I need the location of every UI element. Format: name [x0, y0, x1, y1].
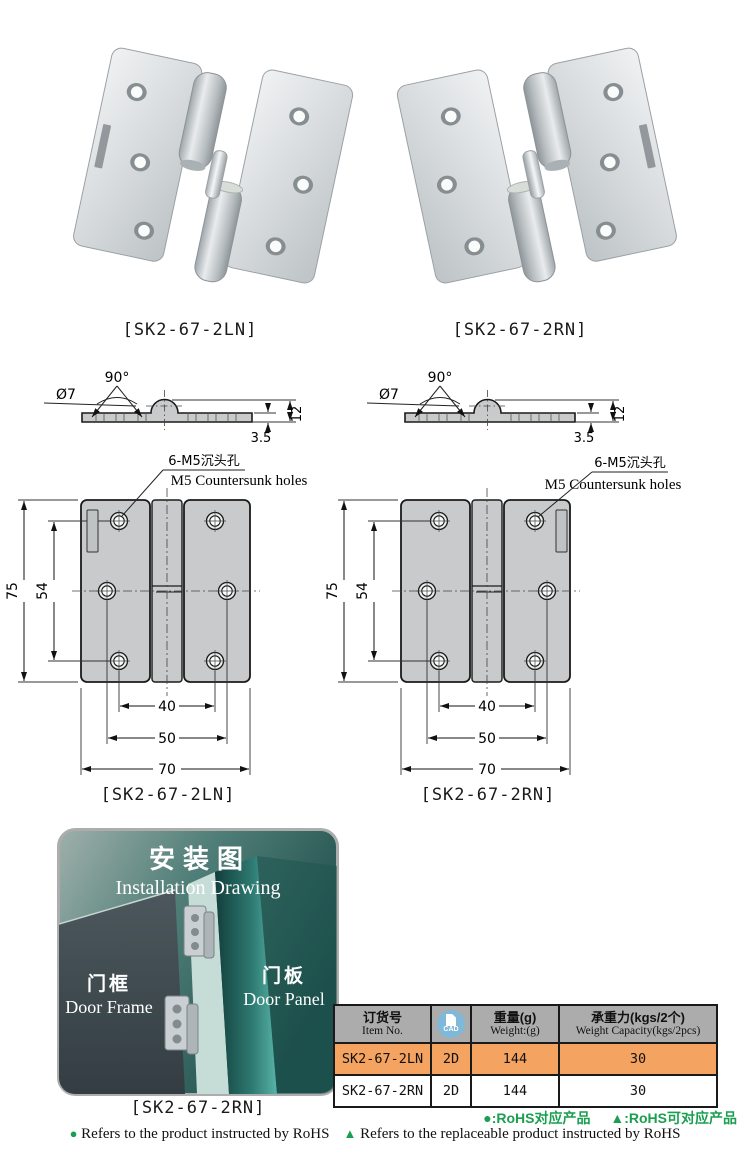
installed-hinge [183, 905, 215, 959]
dim-50: 50 [478, 731, 496, 747]
header-capacity-cn: 承重力(kgs/2个) [591, 1010, 685, 1025]
dimension-lines [21, 501, 249, 772]
door-frame-label-cn: 门框 [87, 972, 131, 995]
door-frame-label-en: Door Frame [65, 997, 152, 1017]
col-header-cad: CAD [430, 1006, 470, 1044]
photo-label-right: [SK2-67-2RN] [452, 320, 588, 340]
hole-note-cn: 6-M5沉头孔 [168, 454, 239, 469]
hole-note-en: M5 Countersunk holes [171, 473, 308, 489]
col-header-item: 订货号 Item No. [335, 1006, 430, 1044]
dim-width: 70 [478, 762, 496, 778]
dim-hole-span-v: 54 [35, 582, 51, 600]
height-dim: 12 [613, 406, 628, 423]
cad-icon-label: CAD [443, 1026, 459, 1033]
installation-title-cn: 安装图 [149, 845, 251, 875]
installation-drawing: 安装图 Installation Drawing 门框 Door Frame 门… [57, 828, 339, 1096]
col-header-weight: 重量(g) Weight:(g) [470, 1006, 558, 1044]
door-frame-shape [59, 890, 185, 1094]
footer-triangle-text: Refers to the replaceable product instru… [356, 1126, 681, 1142]
side-view-drawings: 90° Ø7 12 3.5 90° Ø7 12 3.5 [43, 370, 628, 446]
rohs-legend: ●:RoHS对应产品 ▲:RoHS可对应产品 [390, 1108, 737, 1128]
brand-stamp [86, 509, 99, 553]
dim-hole-span-v: 54 [355, 582, 371, 600]
dim-height: 75 [5, 582, 21, 600]
product-photos [73, 36, 681, 303]
dim-width: 70 [158, 762, 176, 778]
table-row-weight: 144 [470, 1044, 558, 1076]
table-row-cad[interactable]: 2D [430, 1044, 470, 1076]
front-view-geometry [18, 488, 260, 775]
hinge-photo-left [73, 47, 354, 284]
table-row-capacity: 30 [558, 1044, 716, 1076]
rohs-legend-triangle: ▲:RoHS可对应产品 [610, 1110, 737, 1126]
header-item-en: Item No. [362, 1025, 403, 1037]
diameter-dim: Ø7 [56, 387, 76, 403]
photo-label-left: [SK2-67-2LN] [122, 320, 258, 340]
brand-stamp [555, 509, 568, 553]
header-weight-cn: 重量(g) [493, 1010, 537, 1025]
front-view-geometry-right [338, 488, 580, 775]
installed-hinge [164, 995, 199, 1055]
rohs-legend-circle: ●:RoHS对应产品 [483, 1110, 591, 1126]
header-capacity-en: Weight Capacity(kgs/2pcs) [575, 1025, 701, 1037]
thickness-dim: 3.5 [574, 431, 595, 446]
thickness-dim: 3.5 [251, 431, 272, 446]
green-triangle-icon: ▲ [343, 1126, 357, 1141]
footer-circle-text: Refers to the product instructed by RoHS [77, 1126, 330, 1142]
rohs-footer-note: ● Refers to the product instructed by Ro… [0, 1126, 750, 1143]
extension-lines [18, 499, 251, 775]
document-icon [446, 1014, 456, 1026]
dim-height: 75 [325, 582, 341, 600]
table-row-capacity: 30 [558, 1076, 716, 1106]
col-header-capacity: 承重力(kgs/2个) Weight Capacity(kgs/2pcs) [558, 1006, 716, 1044]
side-view-geometry [43, 385, 296, 432]
angle-dim: 90° [428, 370, 453, 386]
hinge-photo-right [395, 36, 681, 303]
drawing-label-left: [SK2-67-2LN] [100, 785, 236, 805]
side-view-geometry-right [367, 386, 619, 431]
door-panel-label-en: Door Panel [243, 989, 324, 1009]
hole-note-en: M5 Countersunk holes [545, 477, 682, 493]
table-row-cad[interactable]: 2D [430, 1076, 470, 1106]
hole-note-cn: 6-M5沉头孔 [594, 456, 665, 471]
screw-holes [126, 83, 314, 256]
dim-50: 50 [158, 731, 176, 747]
installation-title-en: Installation Drawing [116, 877, 281, 899]
hole-note-left: 6-M5沉头孔 M5 Countersunk holes [121, 454, 308, 517]
table-row-item: SK2-67-2LN [335, 1044, 430, 1076]
table-row-weight: 144 [470, 1076, 558, 1106]
table-row-item: SK2-67-2RN [341, 1083, 424, 1099]
green-circle-icon: ● [69, 1126, 78, 1141]
cad-icon: CAD [437, 1010, 465, 1038]
brand-stamp [94, 124, 112, 169]
countersunk-holes [96, 510, 238, 672]
door-panel-shape [215, 856, 277, 1094]
drawing-label-right: [SK2-67-2RN] [420, 785, 556, 805]
door-panel-label-cn: 门板 [262, 964, 306, 987]
dim-40: 40 [478, 699, 496, 715]
spec-table: 订货号 Item No. CAD 重量(g) Weight:(g) 承重力(kg… [333, 1004, 718, 1108]
header-weight-en: Weight:(g) [490, 1025, 540, 1037]
height-dim: 12 [290, 406, 305, 423]
dim-40: 40 [158, 699, 176, 715]
angle-dim: 90° [105, 370, 130, 386]
installation-label: [SK2-67-2RN] [130, 1098, 266, 1118]
hinge-pin [205, 150, 228, 199]
header-item-cn: 订货号 [362, 1010, 402, 1025]
hole-note-right: 6-M5沉头孔 M5 Countersunk holes [537, 456, 682, 518]
diameter-dim: Ø7 [379, 387, 399, 403]
front-view-drawings: 75 54 40 50 70 75 54 40 50 70 6-M5沉头孔 M5… [5, 454, 682, 778]
